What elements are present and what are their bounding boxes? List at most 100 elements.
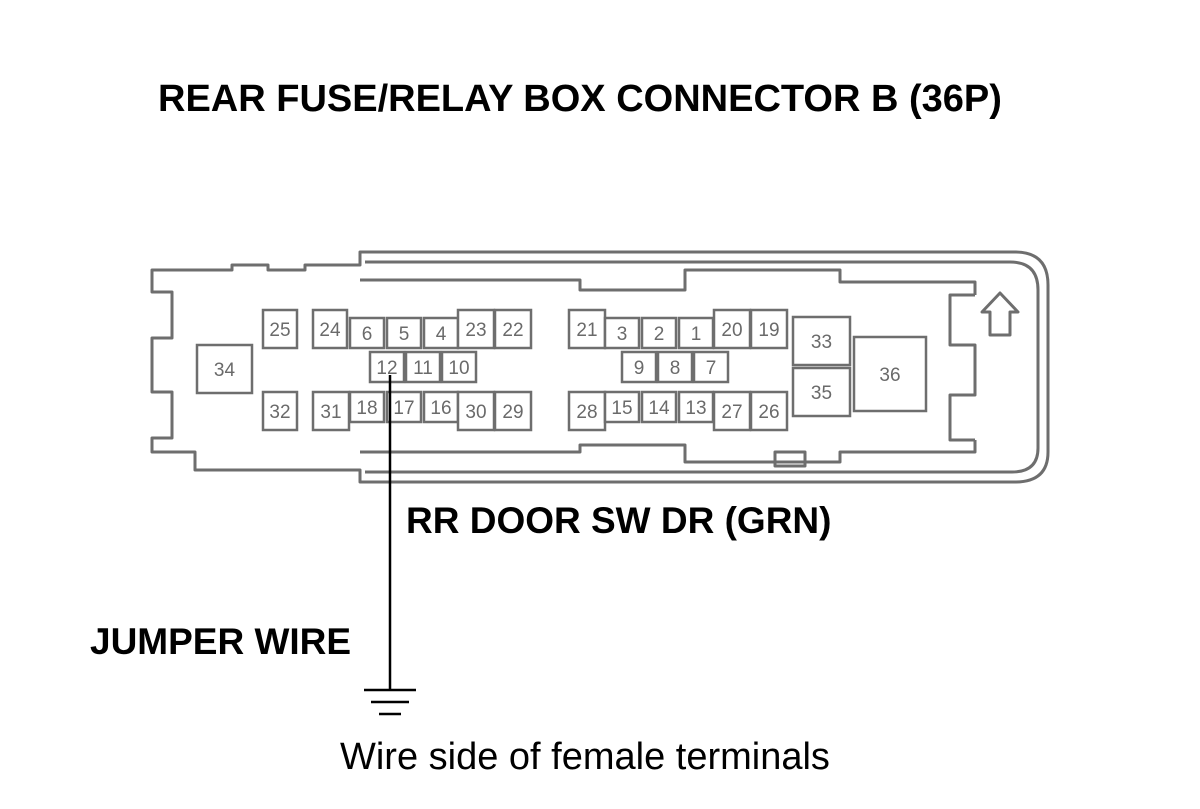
terminal-number: 24	[319, 320, 341, 341]
terminal-27: 27	[712, 390, 752, 432]
terminal-cell	[348, 316, 386, 350]
terminal-number: 15	[611, 398, 632, 419]
terminal-cell	[440, 350, 478, 384]
terminal-number: 26	[758, 402, 779, 423]
housing-inner-rail	[365, 260, 1040, 474]
terminal-cell	[656, 350, 694, 384]
top-rib	[360, 268, 977, 295]
terminal-33: 33	[791, 315, 852, 367]
terminal-cell	[493, 390, 533, 432]
terminal-2: 2	[640, 316, 678, 350]
terminal-number: 18	[356, 398, 377, 419]
signal-label: RR DOOR SW DR (GRN)	[406, 500, 832, 541]
terminal-cell	[567, 308, 607, 350]
right-latch	[948, 293, 977, 442]
terminal-number: 23	[465, 320, 486, 341]
jumper-wire-label: JUMPER WIRE	[90, 621, 352, 662]
terminal-16: 16	[422, 390, 460, 424]
terminal-number: 22	[502, 320, 523, 341]
terminal-10: 10	[440, 350, 478, 384]
terminal-number: 32	[269, 402, 290, 423]
terminal-cell	[692, 350, 730, 384]
terminal-number: 28	[576, 402, 597, 423]
terminal-4: 4	[422, 316, 460, 350]
terminal-number: 7	[706, 358, 717, 379]
terminal-12: 12	[368, 350, 406, 384]
terminal-cell	[493, 308, 533, 350]
terminal-21: 21	[567, 308, 607, 350]
connector-housing	[150, 250, 1050, 484]
terminal-36: 36	[852, 335, 928, 413]
terminal-number: 1	[691, 324, 702, 345]
bottom-rib	[360, 440, 977, 464]
terminal-cell	[456, 308, 496, 350]
terminal-number: 14	[648, 398, 670, 419]
terminal-cell	[603, 316, 641, 350]
terminal-18: 18	[348, 390, 386, 424]
terminal-number: 8	[670, 358, 681, 379]
terminal-number: 17	[393, 398, 414, 419]
terminal-cell	[603, 390, 641, 424]
terminal-24: 24	[311, 308, 349, 350]
terminal-number: 11	[413, 358, 433, 379]
terminal-number: 31	[320, 402, 341, 423]
terminal-19: 19	[749, 308, 789, 350]
terminal-cell	[261, 308, 299, 350]
terminal-number: 3	[617, 324, 628, 345]
terminal-34: 34	[195, 343, 254, 395]
terminal-5: 5	[385, 316, 423, 350]
terminal-cell	[620, 350, 658, 384]
terminal-number: 36	[879, 365, 900, 386]
terminal-cell	[791, 366, 852, 418]
terminal-number: 35	[811, 383, 832, 404]
terminal-cell	[368, 350, 406, 384]
terminal-number: 12	[376, 358, 397, 379]
terminal-3: 3	[603, 316, 641, 350]
terminal-1: 1	[677, 316, 715, 350]
terminal-number: 27	[721, 402, 742, 423]
terminal-number: 20	[721, 320, 742, 341]
terminal-25: 25	[261, 308, 299, 350]
terminal-cell	[749, 308, 789, 350]
terminal-number: 6	[362, 324, 373, 345]
terminal-11: 11	[404, 350, 442, 384]
terminal-cell	[791, 315, 852, 367]
terminal-15: 15	[603, 390, 641, 424]
terminal-cell	[261, 390, 299, 432]
terminal-number: 30	[465, 402, 486, 423]
terminal-cell	[422, 390, 460, 424]
terminal-number: 19	[758, 320, 779, 341]
terminal-31: 31	[311, 390, 351, 432]
terminal-9: 9	[620, 350, 658, 384]
terminal-number: 13	[685, 398, 706, 419]
jumper-wire	[364, 375, 416, 716]
terminal-cell	[852, 335, 928, 413]
terminal-cell	[404, 350, 442, 384]
terminal-30: 30	[456, 390, 496, 432]
terminal-number: 29	[502, 402, 523, 423]
terminal-number: 2	[654, 324, 665, 345]
terminal-14: 14	[640, 390, 678, 424]
terminal-22: 22	[493, 308, 533, 350]
terminal-13: 13	[677, 390, 715, 424]
terminal-number: 10	[448, 358, 469, 379]
terminal-cell	[749, 390, 789, 432]
terminal-32: 32	[261, 390, 299, 432]
terminal-20: 20	[712, 308, 752, 350]
diagram-title: REAR FUSE/RELAY BOX CONNECTOR B (36P)	[158, 78, 1002, 120]
terminal-cell	[348, 390, 386, 424]
terminal-number: 21	[576, 320, 597, 341]
terminal-29: 29	[493, 390, 533, 432]
terminal-26: 26	[749, 390, 789, 432]
terminal-number: 34	[214, 360, 236, 381]
terminal-17: 17	[385, 390, 423, 424]
terminal-28: 28	[567, 390, 607, 432]
terminal-number: 16	[430, 398, 451, 419]
terminal-8: 8	[656, 350, 694, 384]
terminal-cell	[195, 343, 254, 395]
lock-arrow-icon	[980, 291, 1020, 337]
terminal-cell	[640, 390, 678, 424]
housing-outline	[150, 250, 1050, 484]
